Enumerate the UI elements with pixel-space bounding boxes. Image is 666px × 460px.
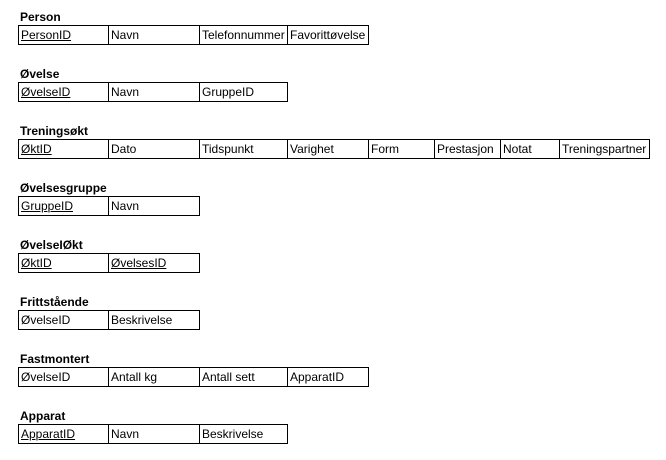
relation-person: Person PersonID Navn Telefonnummer Favor… — [18, 10, 369, 45]
attribute-cell: ØvelsesID — [109, 254, 200, 273]
attribute-cell: ØktID — [19, 140, 109, 159]
attribute-cell: Form — [369, 140, 435, 159]
attribute-cell: Navn — [109, 197, 200, 216]
attribute-cell: GruppeID — [200, 83, 288, 102]
relation-ovelseiokt: ØvelseIØkt ØktID ØvelsesID — [18, 238, 200, 273]
attribute-cell: ØvelseID — [19, 368, 109, 387]
attribute-cell: Telefonnummer — [200, 26, 288, 45]
attribute-cell: Prestasjon — [435, 140, 501, 159]
relation-ovelse: Øvelse ØvelseID Navn GruppeID — [18, 67, 288, 102]
attribute-cell: Navn — [109, 26, 200, 45]
relation-title: Frittstående — [20, 295, 89, 309]
attribute-cell: ØvelseID — [19, 311, 109, 330]
attribute-cell: ØvelseID — [19, 83, 109, 102]
attribute-row: ØvelseID Beskrivelse — [18, 310, 200, 330]
attribute-row: ØktID ØvelsesID — [18, 253, 200, 273]
relation-title: Øvelse — [20, 67, 60, 81]
attribute-cell: GruppeID — [19, 197, 109, 216]
relation-apparat: Apparat ApparatID Navn Beskrivelse — [18, 409, 288, 444]
relation-treningsokt: Treningsøkt ØktID Dato Tidspunkt Varighe… — [18, 124, 650, 159]
attribute-cell: Beskrivelse — [200, 425, 288, 444]
attribute-cell: Treningspartner — [560, 140, 650, 159]
attribute-row: GruppeID Navn — [18, 196, 200, 216]
attribute-row: ApparatID Navn Beskrivelse — [18, 424, 288, 444]
relation-title: Treningsøkt — [20, 124, 89, 138]
attribute-row: ØktID Dato Tidspunkt Varighet Form Prest… — [18, 139, 650, 159]
attribute-cell: PersonID — [19, 26, 109, 45]
attribute-cell: Navn — [109, 425, 200, 444]
relation-fastmontert: Fastmontert ØvelseID Antall kg Antall se… — [18, 352, 369, 387]
attribute-cell: ApparatID — [19, 425, 109, 444]
attribute-cell: Beskrivelse — [109, 311, 200, 330]
attribute-cell: Navn — [109, 83, 200, 102]
relation-title: Fastmontert — [20, 352, 90, 366]
attribute-cell: Tidspunkt — [200, 140, 288, 159]
attribute-cell: Dato — [109, 140, 200, 159]
attribute-cell: Varighet — [288, 140, 369, 159]
attribute-cell: ApparatID — [288, 368, 369, 387]
attribute-row: PersonID Navn Telefonnummer Favorittøvel… — [18, 25, 369, 45]
relation-ovelsesgruppe: Øvelsesgruppe GruppeID Navn — [18, 181, 200, 216]
attribute-cell: Antall kg — [109, 368, 200, 387]
attribute-cell: Favorittøvelse — [288, 26, 369, 45]
attribute-cell: Notat — [501, 140, 560, 159]
relation-title: Person — [20, 10, 61, 24]
relation-title: ØvelseIØkt — [20, 238, 83, 252]
attribute-row: ØvelseID Antall kg Antall sett ApparatID — [18, 367, 369, 387]
attribute-cell: Antall sett — [200, 368, 288, 387]
relation-title: Øvelsesgruppe — [20, 181, 107, 195]
attribute-row: ØvelseID Navn GruppeID — [18, 82, 288, 102]
relation-title: Apparat — [20, 409, 66, 423]
relation-frittstaende: Frittstående ØvelseID Beskrivelse — [18, 295, 200, 330]
attribute-cell: ØktID — [19, 254, 109, 273]
